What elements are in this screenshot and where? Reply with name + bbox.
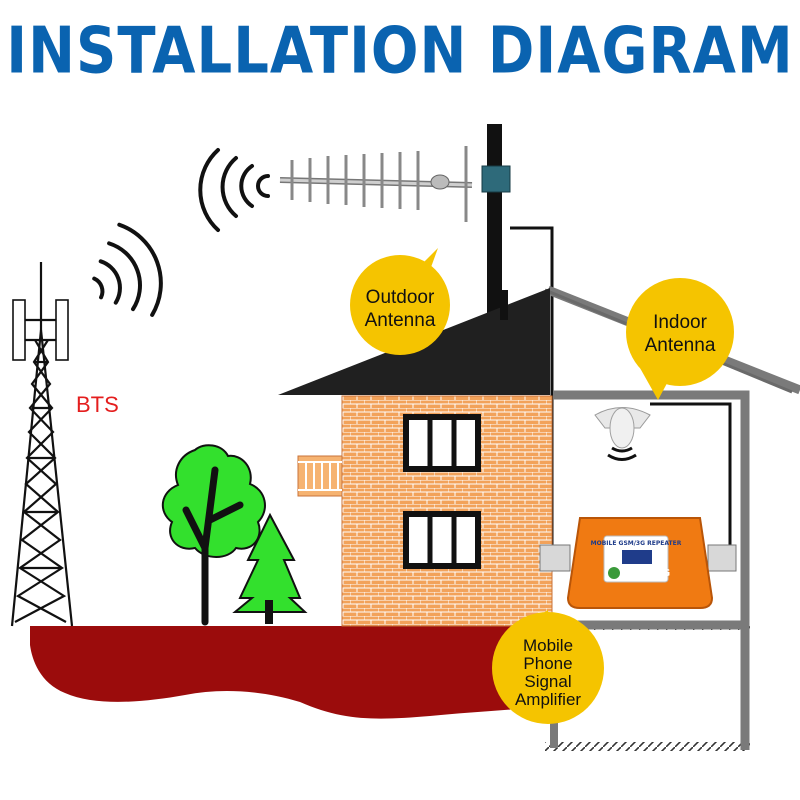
balcony [297,455,343,497]
diagram-title: INSTALLATION DIAGRAM [6,14,794,89]
outdoor-signal-waves [198,148,270,232]
indoor-antenna-label-line1: Indoor [653,312,708,333]
indoor-antenna-label-line2: Antenna [645,335,716,356]
outdoor-antenna-label-line1: Outdoor [366,287,435,308]
bts-tower [10,262,74,627]
bts-label: BTS [76,392,119,417]
tree-pine [232,512,308,624]
callout-amplifier: Mobile Phone Signal Amplifier [492,610,604,724]
amplifier-screen-label: MOBILE GSM/3G REPEATER [591,540,682,547]
ground [30,626,550,719]
amplifier-label-line1: Mobile [523,636,573,655]
window-upper [403,414,481,472]
tree-deciduous [162,444,266,626]
signal-amplifier-device: MOBILE GSM/3G REPEATER GSM/3G [539,517,737,609]
callout-outdoor-antenna: Outdoor Antenna [350,248,450,355]
amplifier-label-line2: Phone [523,654,572,673]
bts-signal-waves [92,222,163,317]
outdoor-antenna [279,124,554,562]
amplifier-label-line3: Signal [524,672,571,691]
window-lower [403,511,481,569]
amplifier-band-label: GSM/3G [626,568,670,579]
callout-indoor-antenna: Indoor Antenna [626,278,734,400]
outdoor-antenna-label-line2: Antenna [365,310,436,331]
amplifier-label-line4: Amplifier [515,690,581,709]
